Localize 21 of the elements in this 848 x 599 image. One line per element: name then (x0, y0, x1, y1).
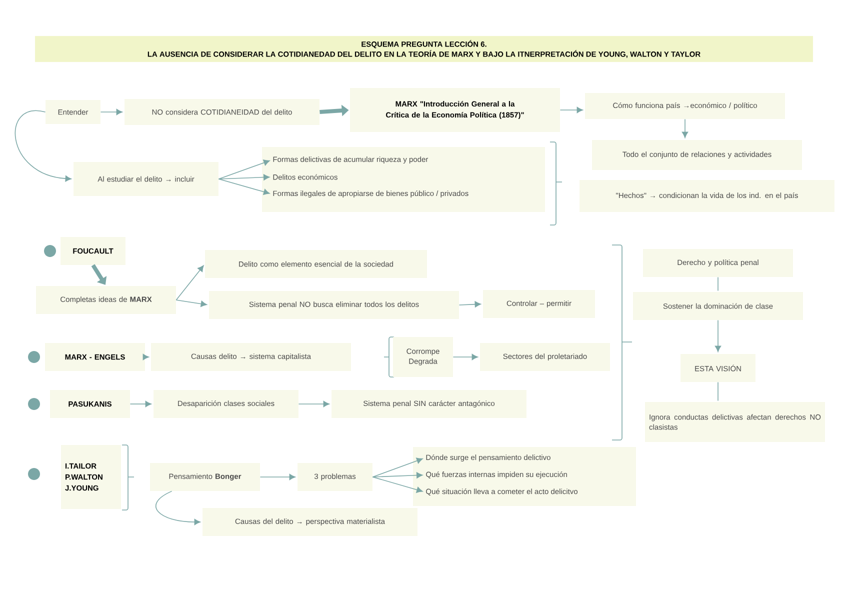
arrow (372, 476, 423, 493)
arrow (176, 300, 207, 307)
arrow (372, 458, 423, 478)
arrow (14, 110, 72, 182)
arrow (130, 400, 152, 408)
arrow (176, 265, 204, 300)
arrow (560, 106, 583, 114)
arrow (218, 178, 270, 195)
arrow (91, 264, 107, 285)
arrow (682, 118, 688, 138)
arrow (218, 174, 270, 180)
arrow (372, 472, 423, 478)
arrow (156, 490, 200, 526)
arrow (100, 108, 122, 116)
arrow (298, 400, 330, 408)
arrow (714, 320, 722, 352)
arrow (260, 474, 296, 480)
arrow (452, 354, 478, 360)
arrow (458, 301, 481, 308)
arrow (218, 160, 270, 180)
arrow (142, 354, 149, 360)
